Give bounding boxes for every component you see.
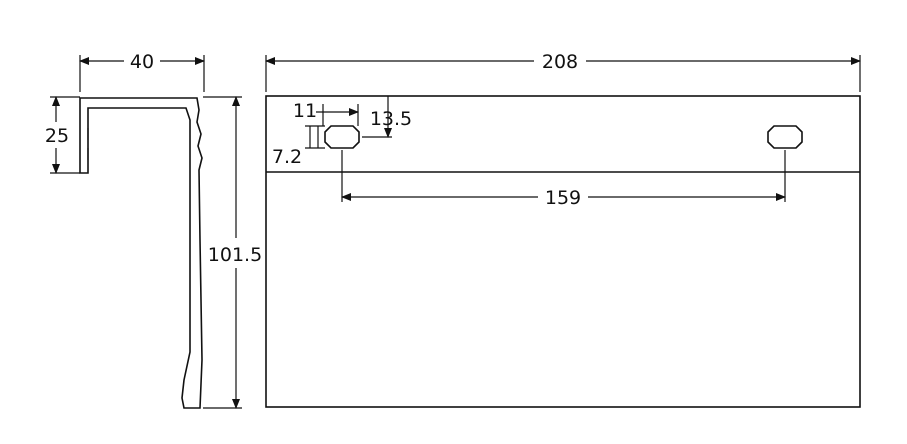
dim-label-13-5: 13.5 [370,108,412,130]
dimension-slot-offset-13-5: 13.5 [362,96,412,138]
dim-label-11: 11 [293,100,317,122]
slot-right [767,125,803,149]
dim-label-40: 40 [130,51,154,73]
dimension-width-40: 40 [79,51,205,92]
dim-label-208: 208 [542,51,578,73]
dim-label-7-2: 7.2 [272,146,302,168]
dimension-slot-spacing-159: 159 [341,150,786,209]
dimension-width-208: 208 [265,51,861,92]
dimension-slot-width-11: 11 [293,100,359,126]
side-view: 40 25 101.5 [45,51,262,409]
dimension-height-25: 25 [45,96,80,174]
dim-label-159: 159 [545,187,581,209]
dim-label-101-5: 101.5 [208,244,262,266]
dimension-slot-height-7-2: 7.2 [272,125,325,168]
front-view: 208 11 13.5 7.2 159 [265,51,861,408]
side-profile-outline [79,97,203,409]
slot-left [324,125,360,149]
front-plate-outline [265,95,861,408]
dimension-height-101-5: 101.5 [203,96,262,409]
dim-label-25: 25 [45,125,69,147]
